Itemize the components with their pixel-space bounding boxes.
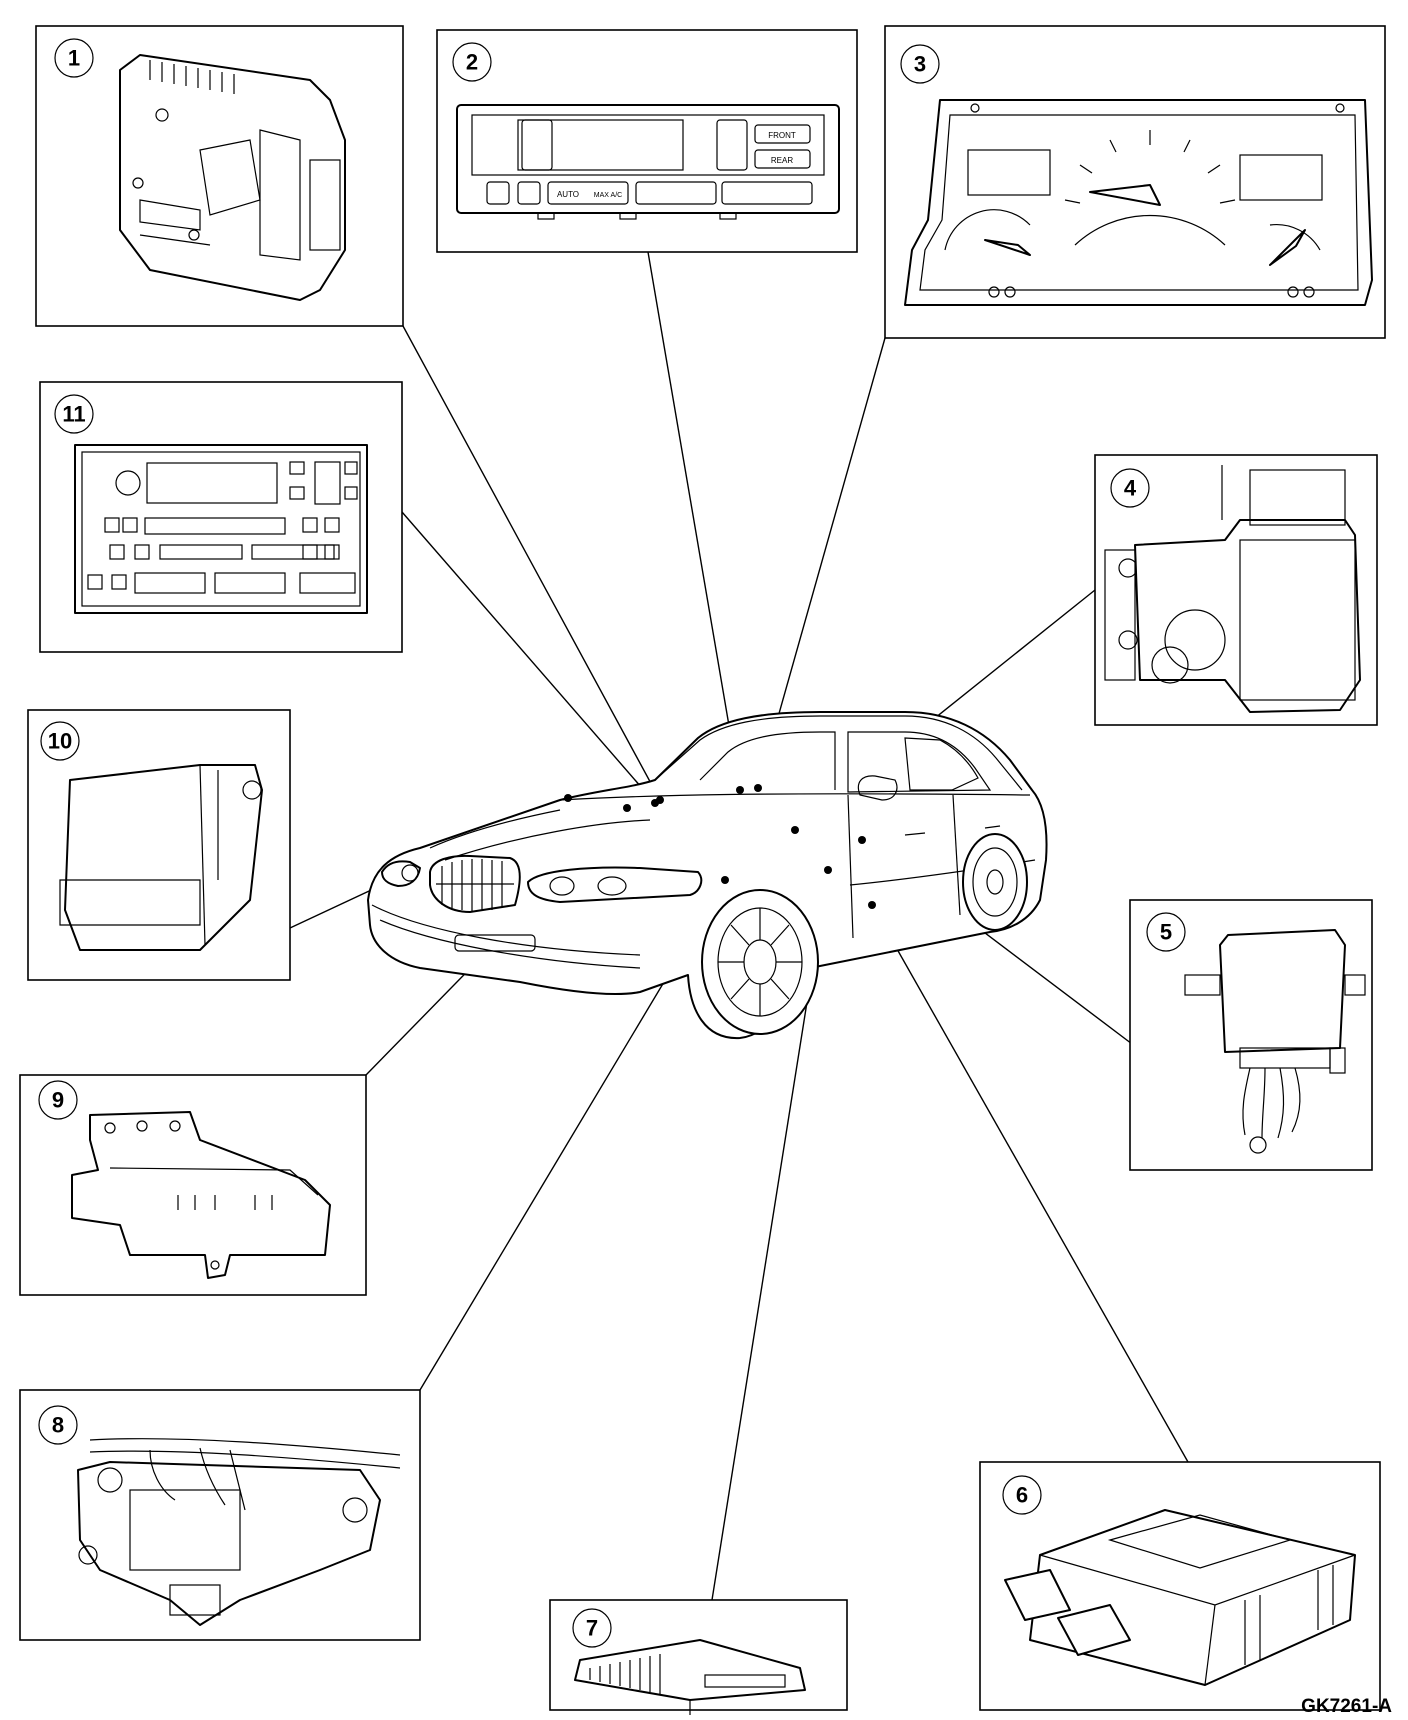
panel-8: 8: [19, 1389, 421, 1641]
callout-8: 8: [52, 1413, 64, 1438]
climate-control-illustration: FRONT REAR AUTO MAX A/C: [456, 104, 840, 220]
radio-illustration: [74, 444, 368, 614]
panel-2: 2 FRONT REAR AUTO MAX A/C: [436, 29, 858, 253]
max-ac-label: MAX A/C: [594, 192, 622, 199]
panel-6: 6: [979, 1461, 1381, 1711]
panel-11: 11: [39, 381, 403, 653]
panel-5: 5: [1129, 899, 1373, 1171]
instrument-cluster-illustration: [904, 99, 1373, 306]
callout-11: 11: [62, 402, 85, 427]
auto-label: AUTO: [557, 190, 579, 199]
panel-10: 10: [27, 709, 291, 981]
leader-11: [401, 511, 656, 804]
figure-id: GK7261-A: [1301, 1696, 1392, 1717]
rear-defrost-label: REAR: [771, 156, 793, 165]
leader-1: [402, 325, 661, 801]
leader-2: [647, 251, 741, 791]
module-1-illustration: [119, 54, 346, 301]
callout-9: 9: [52, 1088, 64, 1113]
module-5-illustration: [1184, 929, 1366, 1154]
module-8-illustration: [77, 1438, 401, 1626]
module-9-illustration: [71, 1111, 331, 1279]
callout-2: 2: [466, 50, 478, 75]
callout-1: 1: [68, 46, 80, 71]
module-7-illustration: [574, 1639, 806, 1715]
callout-6: 6: [1016, 1483, 1028, 1508]
module-4-illustration: [1104, 465, 1361, 713]
panel-7: 7: [549, 1599, 848, 1715]
front-defrost-label: FRONT: [768, 131, 796, 140]
panel-4: 4: [1094, 454, 1378, 726]
vehicle-outline: [367, 711, 1048, 1040]
callout-3: 3: [914, 52, 926, 77]
callout-10: 10: [48, 729, 72, 754]
component-location-dots: [564, 784, 876, 909]
module-10-illustration: [59, 764, 263, 951]
callout-5: 5: [1160, 920, 1172, 945]
module-6-illustration: [1004, 1509, 1356, 1686]
panel-3: 3: [884, 25, 1386, 339]
callout-4: 4: [1124, 476, 1137, 501]
panel-9: 9: [19, 1074, 367, 1296]
callout-7: 7: [586, 1616, 598, 1641]
leader-6: [871, 904, 1189, 1463]
panel-1: 1: [35, 25, 404, 327]
